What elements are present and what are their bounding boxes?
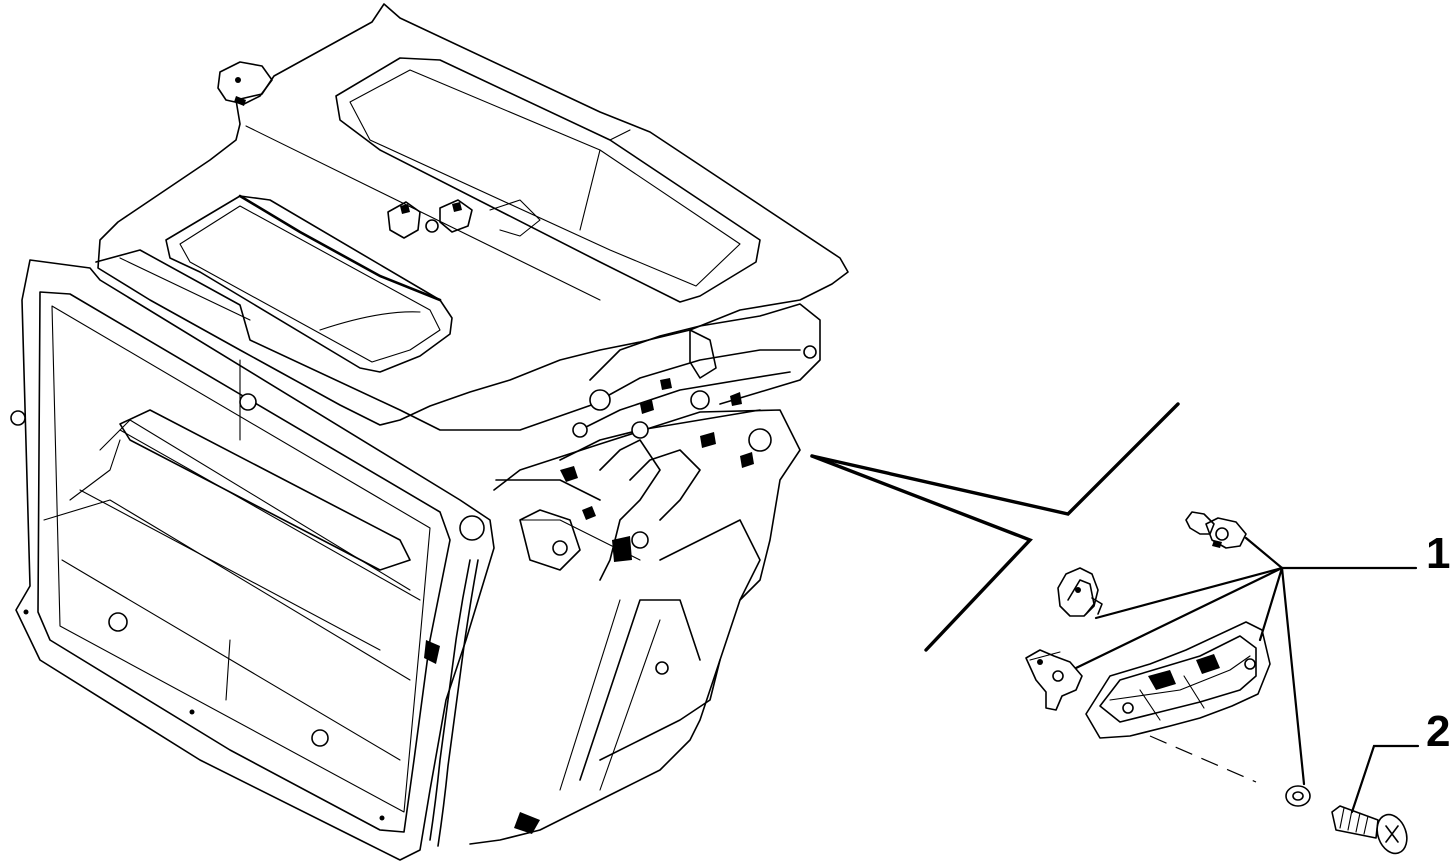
part-group-2 xyxy=(1331,744,1420,855)
washer-icon xyxy=(1285,785,1311,807)
callout-1-label: 1 xyxy=(1426,529,1450,578)
callout-2-label: 2 xyxy=(1426,707,1450,756)
control-panel-icon xyxy=(1085,621,1271,783)
lever-bracket-icon xyxy=(1025,649,1083,711)
bulb-holder-icon xyxy=(1185,511,1247,549)
screw-icon xyxy=(1331,805,1408,855)
callout-2-leader xyxy=(1350,744,1420,814)
callout-1-leaders xyxy=(1074,536,1418,786)
explosion-leader xyxy=(810,402,1180,652)
part-group-1 xyxy=(1025,511,1418,807)
round-actuator-icon xyxy=(1057,567,1103,617)
heater-housing-icon xyxy=(10,3,849,861)
